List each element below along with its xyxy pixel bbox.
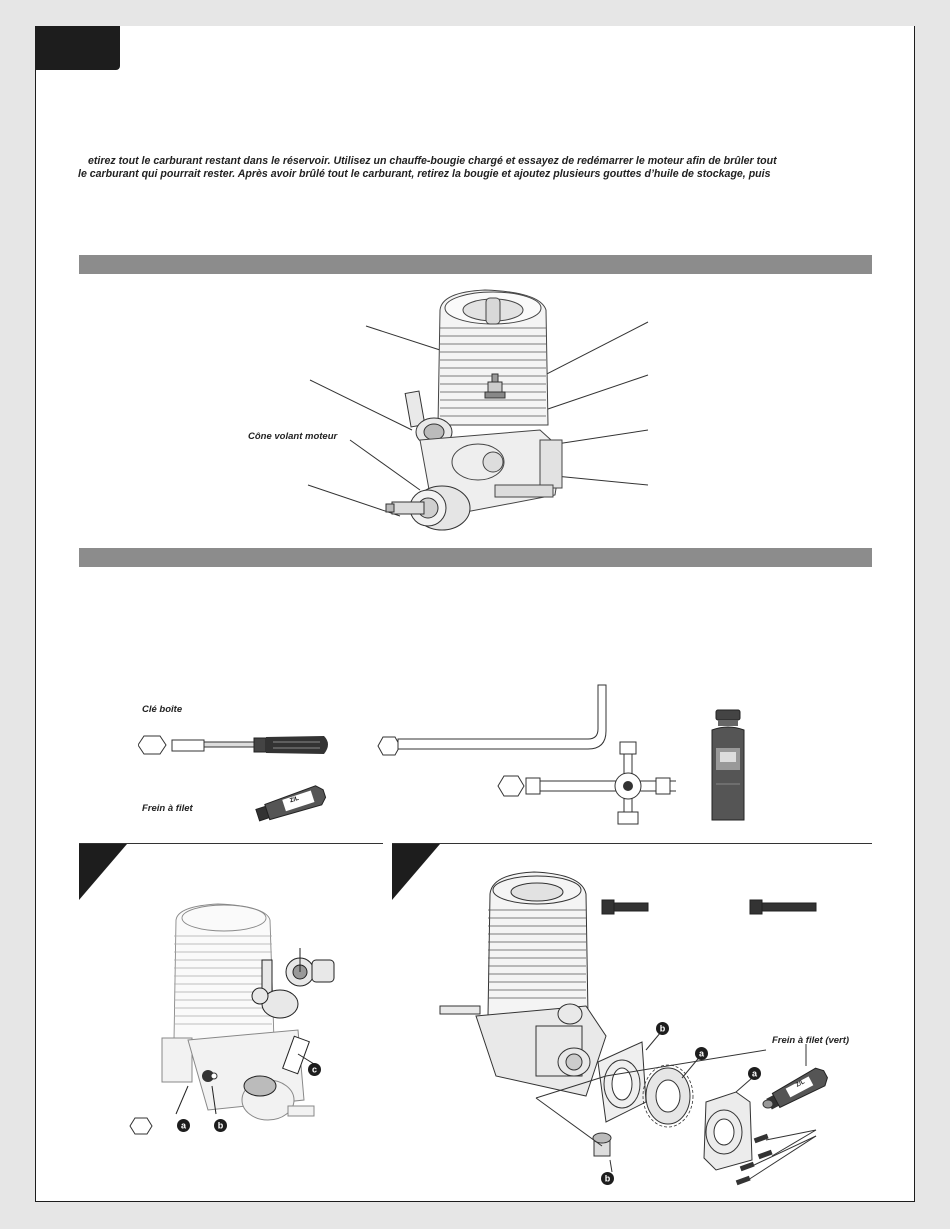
step1-callout-a: a [177,1119,190,1132]
section-header-band-tools [79,548,872,567]
step2-callout-b-bottom: b [601,1172,614,1185]
step1-rule [79,843,383,844]
nut-driver-illustration [138,728,333,762]
step1-corner-marker [79,844,127,900]
threadlock-tube-illustration: Z/L [254,783,330,825]
step1-callout-c-text: c [312,1065,317,1075]
threadlock-label: Frein à filet [142,803,193,814]
step2-engine-exploded-illustration [436,866,836,1186]
step2-callout-a-housing: a [748,1067,761,1080]
storage-line-1: etirez tout le carburant restant dans le… [88,155,777,167]
step1-callout-b: b [214,1119,227,1132]
step1-callout-b-text: b [218,1121,224,1131]
step1-callout-c: c [308,1063,321,1076]
step2-corner-marker [392,844,440,900]
step2-callout-b-bottom-text: b [605,1174,611,1184]
section-header-band-engine [79,255,872,274]
step2-callout-a-gear: a [695,1047,708,1060]
storage-line-2: le carburant qui pourrait rester. Après … [78,168,771,180]
threadlock-green-label: Frein à filet (vert) [772,1035,850,1046]
flywheel-cone-label: Cône volant moteur [248,431,338,442]
step2-callout-a-gear-text: a [699,1049,705,1059]
step2-rule [392,843,872,844]
storage-paragraph: etirez tout le carburant restant dans le… [78,155,878,181]
page-number-tab [35,26,120,70]
nut-driver-label: Clé boîte [142,704,183,715]
cross-wrench-illustration [496,740,676,826]
step2-callout-b-top: b [656,1022,669,1035]
oil-bottle-illustration [708,708,748,824]
engine-parts-diagram [300,280,660,540]
step1-engine-illustration [128,900,348,1140]
hex-wrench-illustration [376,683,611,768]
step1-callout-a-text: a [181,1121,187,1131]
step2-callout-b-top-text: b [660,1024,666,1034]
step2-callout-a-housing-text: a [752,1069,758,1079]
